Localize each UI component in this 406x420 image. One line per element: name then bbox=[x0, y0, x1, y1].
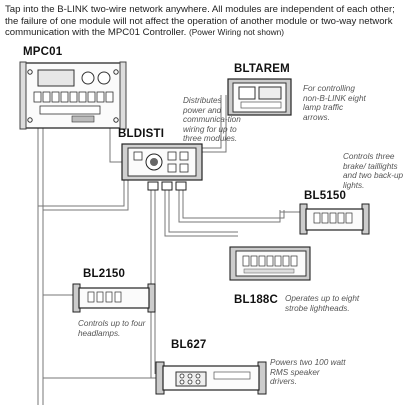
bltarem-label: BLTAREM bbox=[234, 63, 290, 75]
bl627-note: Powers two 100 watt RMS speaker drivers. bbox=[270, 358, 346, 387]
bl2150-note: Controls up to four headlamps. bbox=[78, 319, 146, 338]
network-wire bbox=[178, 190, 281, 223]
network-wire bbox=[168, 190, 238, 233]
bltarem-note: For controlling non-B-LINK eight lamp tr… bbox=[303, 84, 366, 122]
bl188c-note: Operates up to eight strobe lightheads. bbox=[285, 294, 360, 313]
bl5150-note: Controls three brake/ taillights and two… bbox=[343, 152, 404, 190]
bltarem-module bbox=[227, 78, 292, 116]
bl2150-module bbox=[72, 283, 156, 313]
bl2150-label: BL2150 bbox=[83, 268, 126, 280]
network-wire bbox=[109, 128, 124, 163]
mpc01-controller bbox=[19, 61, 127, 130]
network-wire bbox=[200, 95, 227, 153]
bl5150-module bbox=[299, 203, 370, 235]
bldisti-label: BLDISTI bbox=[118, 128, 165, 140]
bl188c-module bbox=[229, 246, 311, 281]
intro-aside: (Power Wiring not shown) bbox=[188, 27, 284, 37]
bl5150-label: BL5150 bbox=[304, 190, 347, 202]
bl627-module bbox=[155, 361, 267, 395]
network-wire bbox=[196, 95, 222, 149]
bldisti-note: Distributes power and communica-tion wir… bbox=[183, 96, 241, 144]
network-wire bbox=[38, 176, 125, 207]
network-wire bbox=[164, 190, 238, 237]
bl188c-label: BL188C bbox=[234, 294, 279, 306]
intro-text: Tap into the B-LINK two-wire network any… bbox=[5, 4, 403, 39]
mpc01-label: MPC01 bbox=[23, 46, 63, 58]
bl627-label: BL627 bbox=[171, 339, 207, 351]
bldisti-module bbox=[121, 143, 203, 191]
network-wire bbox=[182, 190, 285, 219]
network-wire bbox=[43, 176, 129, 211]
intro-main: Tap into the B-LINK two-wire network any… bbox=[5, 4, 395, 38]
